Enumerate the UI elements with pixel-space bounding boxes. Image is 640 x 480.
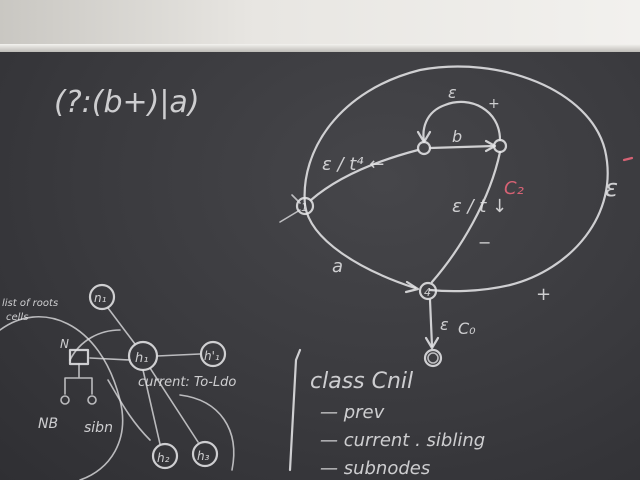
outline-left [69,329,121,361]
edge-label-outer: ε [605,174,618,202]
loop-three-to-two [422,100,502,143]
class-bracket [288,348,302,472]
edge-label-eps-t4: ε / t⁴ ← [322,154,384,175]
node-n1 [88,283,116,311]
edge-three-to-four [430,150,502,284]
state-1 [295,196,315,216]
label-sibn: sibn [84,420,113,436]
edge-label-eps-c0: ε [440,315,449,334]
edge-label-a: a [332,256,343,277]
regex-text: (?:(b+)|a) [54,85,200,120]
start-arrow [279,194,301,223]
loop-plus: + [488,96,500,112]
box-children [64,363,93,395]
state-4 [418,281,438,301]
state-4-label: 4 [424,286,431,299]
board-frame [0,44,640,52]
label-current-todo: current: To-Ldo [138,375,236,390]
tree-edge-h1-h3 [149,367,199,443]
edge-one-to-two [309,148,420,202]
red-mark-edge [622,156,634,162]
outer-loop [303,65,609,293]
edge-label-b: b [452,127,462,146]
state-2 [416,140,432,156]
state-5-inner [427,352,439,364]
arrowhead-four [404,280,420,294]
node-n1-label: n₁ [94,291,107,305]
tree-arrow-up [107,379,151,441]
node-h1-prime-label: h'₁ [204,349,220,363]
tree-edge-h1-h1prime [156,353,201,357]
box-child-a [60,395,70,405]
label-nb: NB [38,416,58,432]
outer-plus: + [536,284,551,305]
outline-roots [0,315,124,480]
edge-label-eps-t: ε / t ↓ [452,196,507,217]
box-node [68,348,90,366]
wall [0,0,640,46]
edge-two-to-three [428,144,496,150]
box-child-b [87,395,97,405]
node-h1-label: h₁ [135,351,148,366]
node-h2 [151,442,179,470]
arrowhead-two [416,130,432,144]
class-field-current: — current . sibling [320,430,485,451]
capture-c0: C₀ [458,319,476,338]
class-field-prev: — prev [320,402,385,423]
roots-note: list of roots [2,298,58,309]
tree-edge-h1-box [89,357,131,361]
state-5 [423,348,443,368]
class-field-subnodes: — subnodes [320,458,430,479]
node-h3 [191,440,219,468]
arrowhead-five [424,336,440,350]
box-label: N [60,337,69,351]
node-h3-label: h₃ [197,449,210,463]
roots-note-2: cells [6,312,28,323]
edge-one-to-four [303,203,417,290]
chalkboard [0,52,640,480]
node-h1-prime [199,340,227,368]
node-h2-label: h₂ [157,451,170,465]
loop-label-eps: ε [448,83,457,102]
tree-edge-h1-h2 [142,369,161,445]
outline-right [179,394,235,471]
edge-minus: − [478,233,491,252]
edge-four-to-five [428,298,434,348]
capture-red-mark: C₂ [504,178,524,199]
tree-edge-n1-h1 [107,307,136,345]
state-1-label: 1 [301,201,308,214]
class-heading: class Cnil [310,369,413,394]
